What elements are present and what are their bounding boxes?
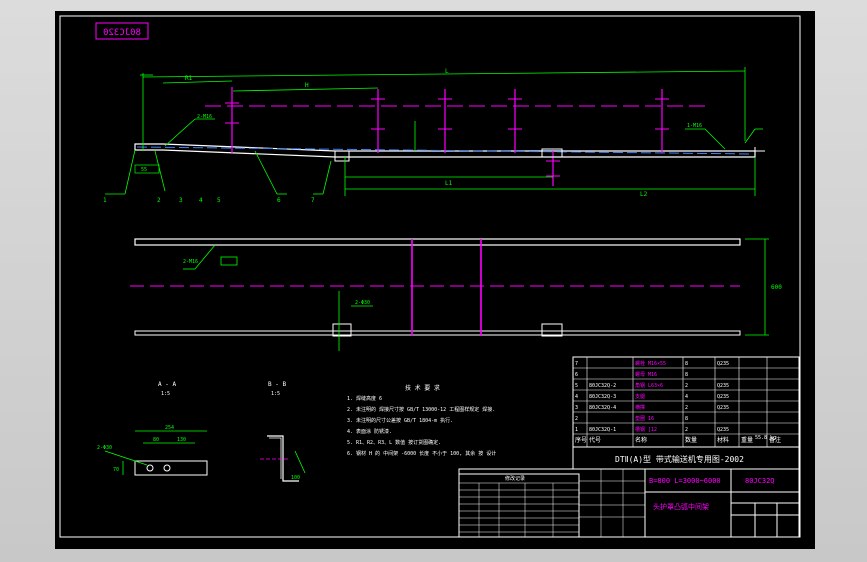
svg-text:6. 钢材 H 的 中间架 -6000 长度 不小于 100: 6. 钢材 H 的 中间架 -6000 长度 不小于 100, 其余 按 设计 <box>347 450 496 457</box>
bom-cell: 槽钢 [12 <box>635 426 657 433</box>
bom-header-cell: 序号 <box>575 436 587 444</box>
bom-cell: 80JC32Q-1 <box>589 427 616 433</box>
svg-text:70: 70 <box>113 467 119 473</box>
svg-text:7: 7 <box>311 197 315 204</box>
bom-cell: 螺栓 M16×55 <box>635 360 666 367</box>
bom-cell: 8 <box>685 416 688 422</box>
svg-text:2: 2 <box>157 197 161 204</box>
svg-text:1:5: 1:5 <box>161 391 170 397</box>
svg-text:4: 4 <box>199 197 203 204</box>
drawing-name: 头护罩凸弧中间架 <box>653 502 709 511</box>
bom-header-cell: 备注 <box>769 436 781 444</box>
dim-total: L <box>445 68 449 75</box>
svg-text:R1: R1 <box>185 75 193 82</box>
svg-text:B - B: B - B <box>268 381 286 388</box>
section-b: B - B 1:5 100 <box>260 381 306 482</box>
svg-text:2. 未注明的 焊接尺寸按 GB/T 13000-12 工程: 2. 未注明的 焊接尺寸按 GB/T 13000-12 工程图样规定 焊接. <box>347 406 495 413</box>
bom-cell: 螺母 M16 <box>635 371 657 378</box>
svg-text:100: 100 <box>291 475 300 481</box>
bom-cell: 1 <box>575 427 578 433</box>
bom-cell: 80JC32Q-4 <box>589 405 616 411</box>
bom-header-cell: 名称 <box>635 436 647 444</box>
technical-requirements: 技 术 要 求 1. 焊缝高度 6 2. 未注明的 焊接尺寸按 GB/T 130… <box>347 384 496 457</box>
svg-text:55: 55 <box>141 167 147 173</box>
drawing-canvas: 80JC320 <box>59 15 801 538</box>
svg-text:80: 80 <box>153 437 159 443</box>
svg-text:600: 600 <box>771 284 782 291</box>
bom-cell: 8 <box>685 361 688 367</box>
bom-cell: 5 <box>575 383 578 389</box>
bom-cell: 80JC32Q-2 <box>589 383 616 389</box>
stamp-text: 80JC320 <box>103 28 141 38</box>
bom-header-cell: 材料 <box>717 436 729 444</box>
bom-cell: 垫圈 16 <box>635 415 654 422</box>
bom-cell: Q235 <box>717 394 729 400</box>
bom-cell: 4 <box>685 394 688 400</box>
svg-text:6: 6 <box>277 197 281 204</box>
bom-cell: 2 <box>685 427 688 433</box>
bom-cell: Q235 <box>717 405 729 411</box>
bom-cell: 3 <box>575 405 578 411</box>
bom-cell: 支腿 <box>635 393 645 400</box>
svg-text:1. 焊缝高度 6: 1. 焊缝高度 6 <box>347 395 382 402</box>
elevation-view: R1 L H L1 L2 2-M16 1-M16 55 1 2 3 4 5 6 … <box>103 67 765 204</box>
svg-text:L2: L2 <box>640 191 648 198</box>
bom-cell: 2 <box>685 383 688 389</box>
drawing-sheet[interactable]: 80JC320 <box>55 11 815 549</box>
bom-cell: 8 <box>685 372 688 378</box>
bom-cell: 横撑 <box>635 404 645 411</box>
bom-cell: 2 <box>575 416 578 422</box>
drawing-code: 80JC32Q <box>745 477 775 485</box>
svg-text:L1: L1 <box>445 180 453 187</box>
svg-text:254: 254 <box>165 425 174 431</box>
svg-text:130: 130 <box>177 437 186 443</box>
weight: 55.8 kg <box>755 435 776 441</box>
svg-text:1-M16: 1-M16 <box>687 123 702 129</box>
bom-cell: Q235 <box>717 361 729 367</box>
stamp-box <box>95 22 149 40</box>
bom-cell: Q235 <box>717 427 729 433</box>
svg-text:2-Φ30: 2-Φ30 <box>355 300 370 306</box>
plan-view: 600 2-M16 2-Φ30 <box>130 238 782 351</box>
svg-text:5: 5 <box>217 197 221 204</box>
bom-header-cell: 重量 <box>741 436 753 444</box>
svg-text:2-M16: 2-M16 <box>183 259 198 265</box>
svg-text:2-Φ30: 2-Φ30 <box>97 445 112 451</box>
bom-cell: 4 <box>575 394 578 400</box>
svg-text:5. R1、R2、R3、L 数值 按订货图确定.: 5. R1、R2、R3、L 数值 按订货图确定. <box>347 439 441 446</box>
svg-text:1:5: 1:5 <box>271 391 280 397</box>
svg-text:修改记录: 修改记录 <box>505 475 525 482</box>
svg-text:1: 1 <box>103 197 107 204</box>
svg-text:3. 未注明的尺寸公差按 GB/T 1804-m 执行.: 3. 未注明的尺寸公差按 GB/T 1804-m 执行. <box>347 417 453 424</box>
bom-cell: 角钢 L63×6 <box>635 382 663 389</box>
bom-cell: 6 <box>575 372 578 378</box>
svg-text:2-M16: 2-M16 <box>197 114 212 120</box>
section-a: A - A 1:5 254 80 130 2-Φ30 70 <box>97 381 208 476</box>
svg-text:A - A: A - A <box>158 381 176 388</box>
bom-cell: 80JC32Q-3 <box>589 394 616 400</box>
bom-cell: 7 <box>575 361 578 367</box>
title-range: B=800 L=3000~6000 <box>649 477 721 485</box>
bom-cell: Q235 <box>717 383 729 389</box>
bom-header-cell: 代号 <box>589 436 601 444</box>
title-block: DTⅡ(A)型 带式输送机专用图-2002 B=800 L=3000~6000 … <box>458 435 800 538</box>
outer-frame <box>59 15 801 538</box>
svg-text:技 术 要 求: 技 术 要 求 <box>405 384 440 392</box>
title-product: DTⅡ(A)型 带式输送机专用图-2002 <box>615 454 744 464</box>
svg-text:3: 3 <box>179 197 183 204</box>
bom-header-cell: 数量 <box>685 436 697 444</box>
bom-cell: 2 <box>685 405 688 411</box>
svg-text:H: H <box>305 82 309 89</box>
svg-text:4. 表面涂 防锈漆.: 4. 表面涂 防锈漆. <box>347 428 392 435</box>
callouts-elevation: 1 2 3 4 5 6 7 <box>103 197 315 204</box>
